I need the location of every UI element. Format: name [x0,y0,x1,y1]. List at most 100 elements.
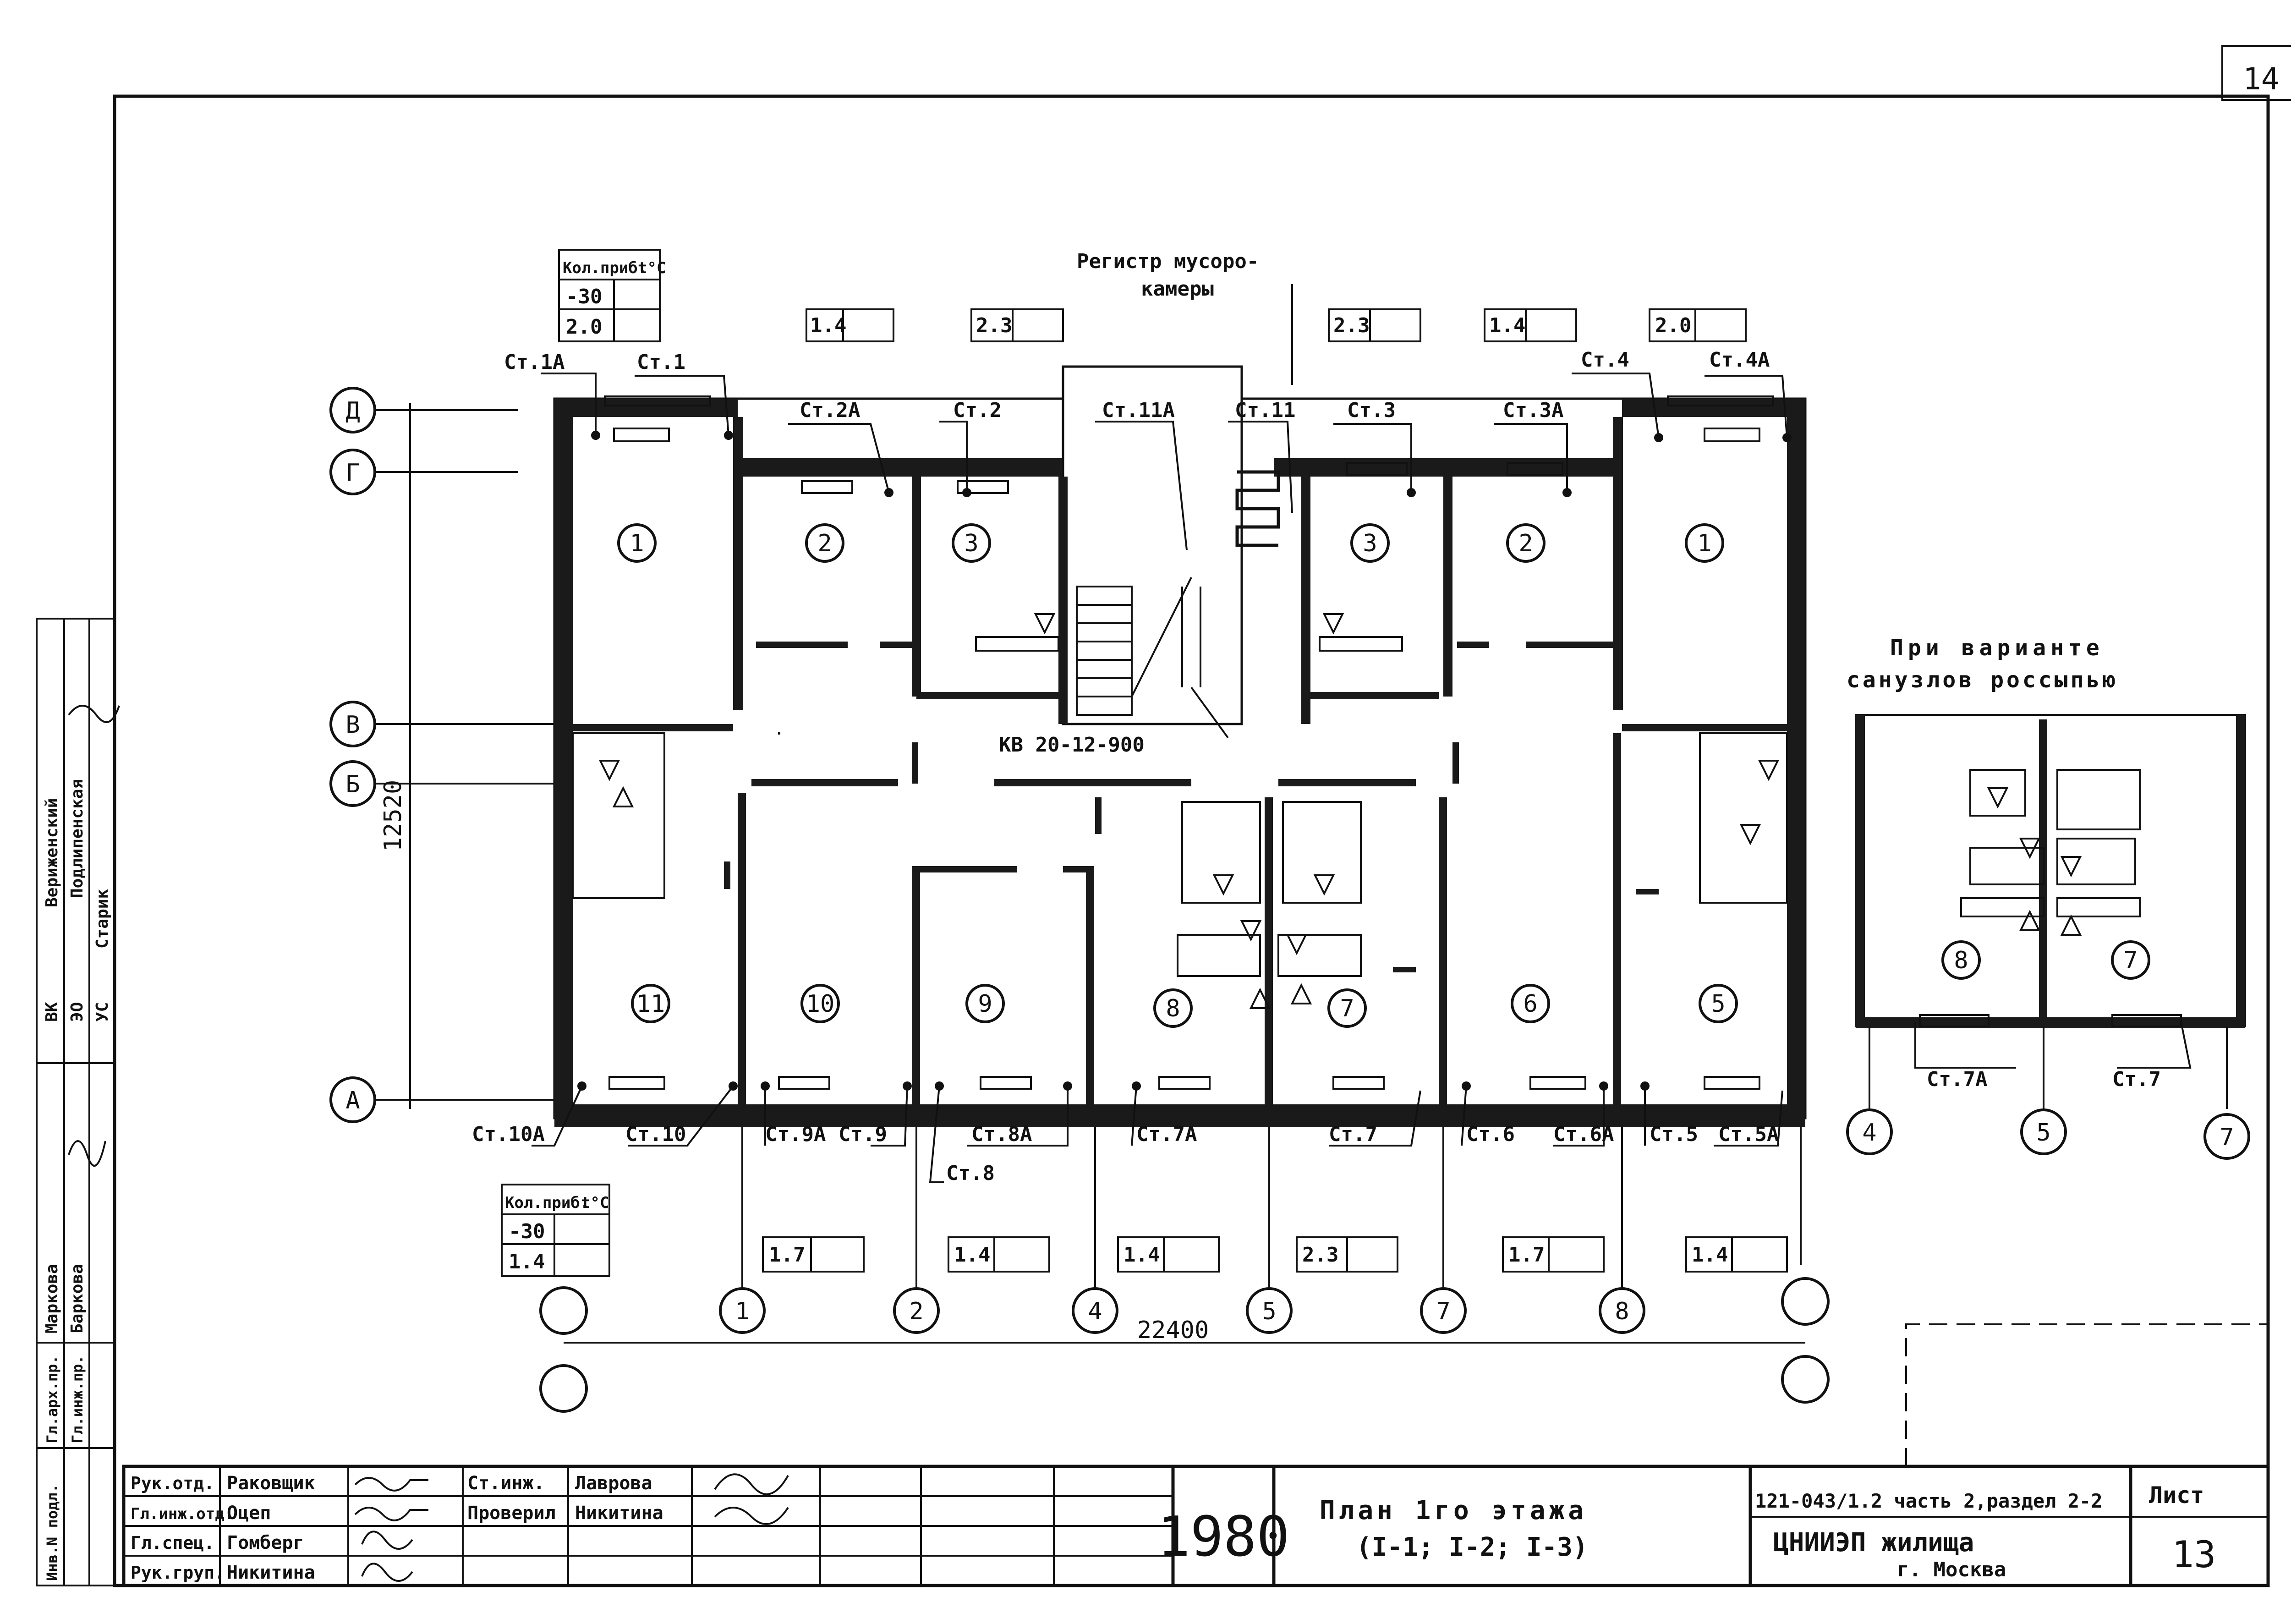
room-top-5: 2 [1518,530,1533,557]
riser-st9: Ст.9 [839,1123,887,1146]
axis-label-a: А [345,1087,360,1114]
tb-sheet-label: Лист [2149,1482,2204,1509]
variant-title-2: санузлов россыпью [1847,667,2118,693]
side-stamp: Вериженский Подлипенская Старик ВК ЭО УС… [36,618,120,1586]
stamp-role-2: Гл.инж.пр. [69,1355,86,1443]
room-bot-5: 5 [1711,990,1725,1018]
tb-role-4: Рук.груп. [131,1563,225,1583]
box-bot-5: 1.7 [1508,1243,1545,1267]
axis-bubble-v [329,701,376,747]
room-bot-6: 6 [1523,990,1537,1018]
variant-room-7: 7 [2123,947,2138,974]
col-axis-8: 8 [1615,1298,1629,1325]
room-numbers: 1 2 3 3 2 1 11 10 9 8 7 6 5 [617,523,1738,1028]
box-top-5: 2.0 [1655,314,1691,337]
legend-top: Кол.приб. t°C -30 2.0 [558,249,666,342]
tb-sheet-no: 13 [2172,1533,2216,1576]
legend-top-r2: 2.0 [566,315,602,339]
tb-role-2: Гл.инж.отд. [131,1505,234,1523]
riser-st1a: Ст.1А [504,351,565,374]
variant-axis-7: 7 [2220,1124,2234,1151]
riser-st2a: Ст.2А [800,399,860,422]
axis-label-v: В [345,711,360,739]
room-top-3: 3 [964,530,978,557]
box-top-2: 2.3 [976,314,1012,337]
col-axis-4: 4 [1088,1298,1102,1325]
axis-bubble-g [329,449,376,495]
stamp-name-2: Подлипенская [68,779,87,898]
variant-axis-5: 5 [2036,1119,2050,1147]
legend-top-r1: -30 [566,285,602,308]
riser-labels-top: Ст.1А Ст.1 Ст.2А Ст.2 Ст.11А Ст.11 Ст.3 … [504,250,1788,757]
tb-name-2: Оцеп [227,1503,271,1524]
variant-outline [1855,714,2246,1027]
riser-st4a: Ст.4А [1709,348,1770,372]
room-top-2: 2 [817,530,832,557]
riser-st9a: Ст.9А [765,1123,826,1146]
register-label-2: камеры [1141,277,1214,301]
riser-st8a: Ст.8А [971,1123,1032,1146]
tb-title-1: План 1го этажа [1320,1496,1587,1525]
tb-city: г. Москва [1897,1558,2006,1581]
box-bot-6: 1.4 [1692,1243,1728,1267]
row-axes: Д Г В Б А 12520 [329,387,554,1123]
riser-st8: Ст.8 [946,1162,995,1185]
stamp-name-4: Маркова [43,1264,61,1333]
legend-top-h1: Кол.приб. [563,259,647,277]
room-bot-7: 7 [1340,995,1354,1022]
stamp-dept-3: УС [93,1002,112,1022]
bathroom-fixtures [572,613,1788,1009]
legend-bot-h1: Кол.приб. [505,1194,589,1212]
stamp-name-1: Вериженский [43,798,61,907]
tb-org: ЦНИИЭП жилища [1773,1528,1974,1558]
axis-bubble-a [329,1076,376,1123]
column-axes: 1 2 4 5 7 8 22400 [539,1127,1830,1413]
variant-plan: При варианте санузлов россыпью 8 7 Ст.7 [1846,635,2250,1160]
tb-role2-1: Ст.инж. [467,1473,545,1494]
tb-title-2: (I-1; I-2; I-3) [1356,1532,1588,1562]
tb-year: 1980 [1157,1505,1290,1569]
axis-bubble-d [329,387,376,433]
signature-7 [714,1473,789,1495]
stair-label: КВ 20-12-900 [999,733,1145,757]
tb-code: 121-043/1.2 часть 2,раздел 2-2 [1755,1490,2103,1512]
riser-st7a: Ст.7А [1136,1123,1197,1146]
title-block: Рук.отд. Гл.инж.отд. Гл.спец. Рук.груп. … [122,1465,2270,1587]
box-bot-2: 1.4 [954,1243,990,1267]
signature-1 [68,705,120,723]
signature-8 [714,1507,789,1525]
tb-name-3: Гомберг [227,1532,304,1553]
riser-st4: Ст.4 [1581,348,1629,372]
riser-st6a: Ст.6А [1553,1123,1614,1146]
legend-top-h2: t°C [638,259,666,277]
value-boxes-bottom: 1.7 1.4 1.4 2.3 1.7 1.4 [762,1236,1788,1273]
stamp-dept-1: ВК [43,1002,61,1022]
room-top-1: 1 [630,530,644,557]
tb-name-4: Никитина [227,1562,315,1583]
corner-sheet-number: 14 [2243,61,2279,97]
legend-bot-r1: -30 [509,1220,545,1243]
room-top-4: 3 [1363,530,1377,557]
legend-bottom: Кол.приб. t°C -30 1.4 [501,1184,610,1277]
variant-riser-7a: Ст.7А [1927,1068,1987,1091]
tb-role2-2: Проверил [467,1503,556,1524]
box-bot-4: 2.3 [1302,1243,1338,1267]
dim-horizontal: 22400 [1137,1317,1209,1344]
tb-name2-2: Никитина [575,1503,663,1524]
room-bot-9: 9 [978,990,992,1018]
stamp-role-1: Гл.арх.пр. [44,1355,61,1443]
signature-5 [361,1531,413,1550]
variant-axis-4: 4 [1862,1119,1876,1147]
variant-title-1: При варианте [1890,635,2104,661]
box-top-3: 2.3 [1333,314,1370,337]
dashed-outline [1905,1323,2268,1466]
register-coil [1235,470,1280,547]
corner-sheet-box [2221,45,2291,101]
register-label-1: Регистр мусоро- [1077,250,1259,273]
signature-4 [354,1507,428,1521]
value-boxes-top: 1.4 2.3 2.3 1.4 2.0 [806,308,1747,342]
axis-label-b: Б [345,771,360,798]
room-bot-11: 11 [636,990,665,1018]
riser-st11a: Ст.11А [1102,399,1175,422]
